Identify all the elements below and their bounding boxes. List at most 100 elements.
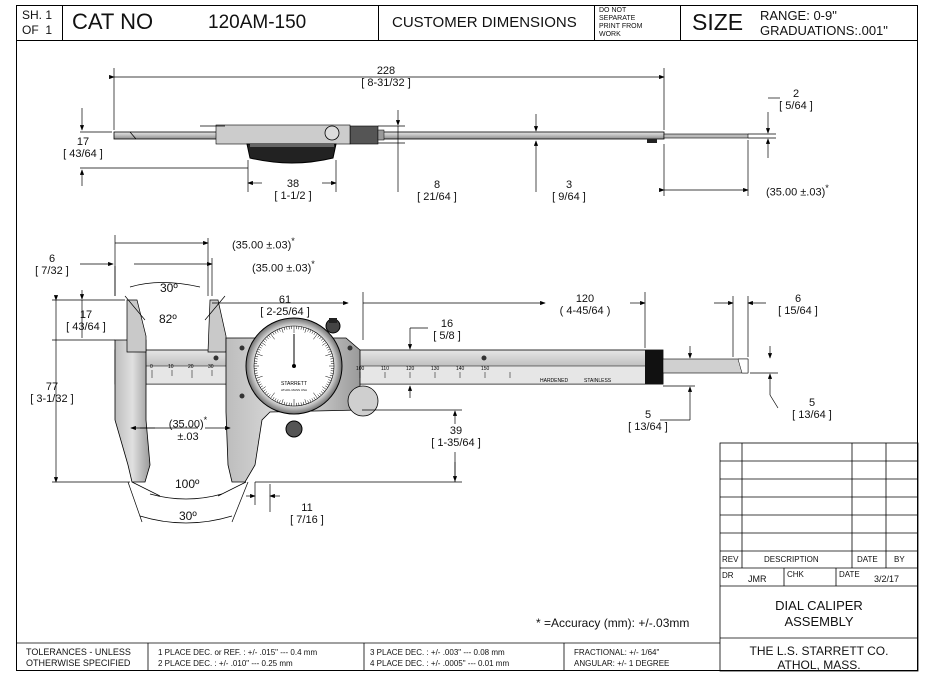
drawing-frame <box>16 5 918 671</box>
col-rev: REV <box>722 555 739 564</box>
dim-jaw-tip: 6[ 7/32 ] <box>35 253 69 277</box>
dial-tick <box>300 326 302 330</box>
dial-tick <box>279 400 281 404</box>
date-label: DATE <box>839 570 860 579</box>
cat-no-label: CAT NO <box>72 9 154 34</box>
dim-jaw-width: 11[ 7/16 ] <box>290 502 324 526</box>
dial-tick <box>260 385 263 388</box>
dial-tick <box>272 332 275 335</box>
dim-end-cap: 5[ 13/64 ] <box>628 409 668 433</box>
dial-tick <box>276 399 279 403</box>
range-text: RANGE: 0-9" <box>760 8 837 23</box>
dial-tick <box>329 374 333 377</box>
scale-number: 140 <box>456 366 465 372</box>
dial-tick <box>313 333 318 340</box>
customer-dimensions: CUSTOMER DIMENSIONS <box>392 14 577 31</box>
dr-value: JMR <box>748 574 767 584</box>
dial-tick <box>286 402 288 406</box>
scale-number: 150 <box>481 366 490 372</box>
dial-tick <box>325 344 328 347</box>
cat-no-value: 120AM-150 <box>208 12 307 33</box>
dim-tail: (35.00 ±.03)* <box>766 183 829 199</box>
dim-lower-jaw: (35.00)*±.03 <box>168 415 208 443</box>
front-view-dimensions <box>52 235 779 524</box>
notice-block: DO NOT SEPARATE PRINT FROM WORK <box>599 7 643 38</box>
dial-tick <box>286 326 288 330</box>
header-divider <box>62 5 63 41</box>
dial-tick <box>319 392 322 396</box>
dim-dial-width: 38[ 1-1/2 ] <box>274 178 312 202</box>
dial-tick <box>254 358 258 360</box>
company-block: THE L.S. STARRETT CO.ATHOL, MASS. <box>749 644 889 672</box>
dial-tick <box>313 392 318 399</box>
dial-tick <box>274 398 277 402</box>
dial-tick <box>309 399 312 403</box>
dial-tick <box>255 375 263 379</box>
header-bottom-rule <box>16 40 918 41</box>
angle-bottom: 30º <box>179 509 197 523</box>
dial-tick <box>276 329 279 333</box>
dial-tick <box>279 328 281 332</box>
dim-thick-left: 17[ 43/64 ] <box>63 136 103 160</box>
header-divider <box>378 5 379 41</box>
dial-tick <box>319 336 322 340</box>
dial-tick <box>322 389 325 392</box>
dial-tick <box>256 379 260 381</box>
top-view-dimensions <box>79 68 780 196</box>
dial-tick <box>328 379 332 381</box>
dial-tick <box>260 344 263 347</box>
dial-tick <box>327 381 331 384</box>
dim-slider: 8[ 21/64 ] <box>417 179 457 203</box>
dial-tick <box>264 338 268 341</box>
scale-number: 30 <box>208 364 214 370</box>
dial-tick <box>283 401 286 405</box>
dial-tick <box>328 351 332 353</box>
dim-bar: 3[ 9/64 ] <box>552 179 586 203</box>
dim-upper-jaw-a: (35.00 ±.03)* <box>232 236 295 252</box>
header-divider <box>594 5 595 41</box>
dial-tick <box>302 401 305 405</box>
dial-tick <box>261 342 266 346</box>
angle-mid: 82º <box>159 312 177 326</box>
dial-tick <box>274 330 277 334</box>
dial-tick <box>264 391 268 394</box>
dial-tick <box>255 353 263 357</box>
dial-tick <box>283 327 286 331</box>
dim-body-height: 39[ 1-35/64 ] <box>431 425 481 449</box>
col-by: BY <box>894 555 905 564</box>
scale-number: 120 <box>406 366 415 372</box>
dial-tick <box>329 355 333 358</box>
dim-dial-pos: 61[ 2-25/64 ] <box>260 294 310 318</box>
dial-tick <box>256 351 260 353</box>
col-description: DESCRIPTION <box>764 555 819 564</box>
dial-tick <box>255 355 259 358</box>
accuracy-note: * =Accuracy (mm): +/-.03mm <box>536 616 690 630</box>
dial-tick <box>261 386 266 390</box>
dial-tick <box>330 358 334 360</box>
dim-overall-height: 77[ 3-1/32 ] <box>30 381 74 405</box>
angle-low: 100º <box>175 477 200 491</box>
dim-thick-right: 2[ 5/64 ] <box>779 88 813 112</box>
dial-tick <box>272 397 275 400</box>
dim-depth-rod: 6[ 15/64 ] <box>778 293 818 317</box>
scale-number: 10 <box>168 364 174 370</box>
dial-tick <box>326 383 330 386</box>
tolerances-fraction-angle: FRACTIONAL: +/- 1/64"ANGULAR: +/- 1 DEGR… <box>574 648 670 668</box>
dial-tick <box>263 389 266 392</box>
size-label: SIZE <box>692 9 744 35</box>
dial-tick <box>266 392 269 396</box>
dial-tick <box>281 327 284 333</box>
beam-marking: HARDENED <box>540 378 568 384</box>
dial-tick <box>270 392 275 399</box>
dial-tick <box>270 333 275 340</box>
date-value: 3/2/17 <box>874 574 900 584</box>
dial-subtext: ATHOL MASS USA <box>281 388 307 392</box>
beam-marking: STAINLESS <box>584 378 612 384</box>
dim-rod-tip: 5[ 13/64 ] <box>792 397 832 421</box>
dim-beam-width: 16[ 5/8 ] <box>433 318 461 342</box>
dial-tick <box>300 402 302 406</box>
dial-tick <box>281 399 284 405</box>
